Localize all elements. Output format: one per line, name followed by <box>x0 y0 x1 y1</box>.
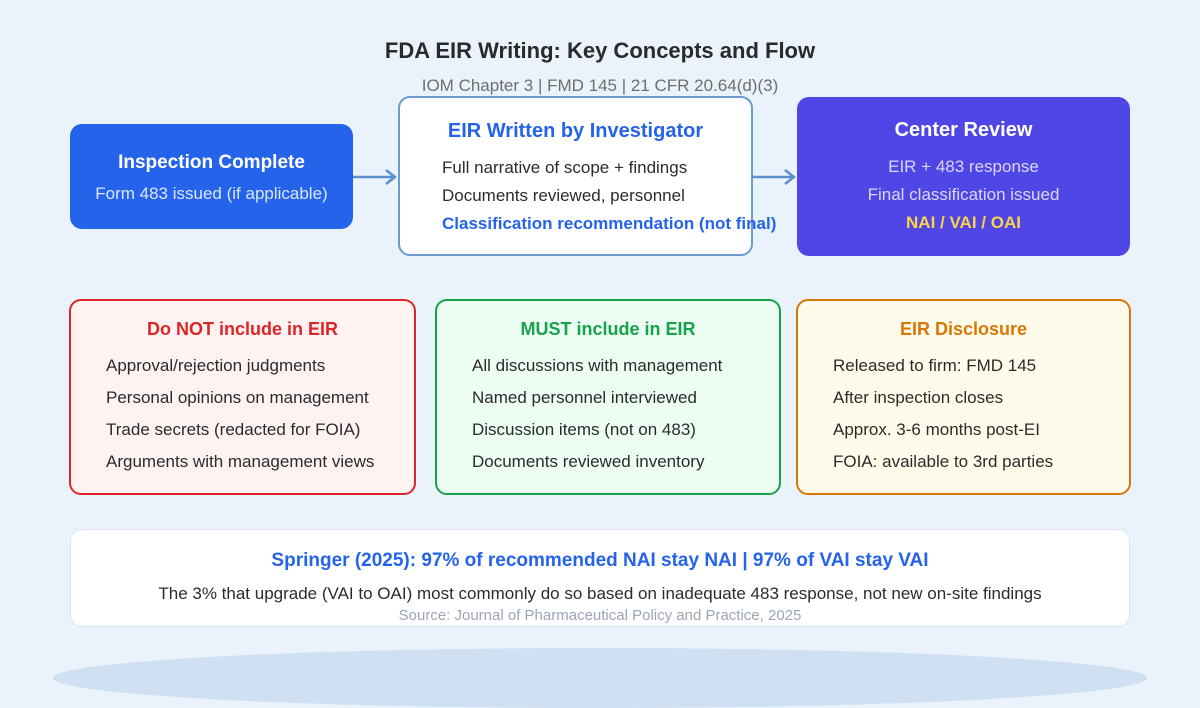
inspection-complete-box: Inspection Complete Form 483 issued (if … <box>70 124 353 229</box>
list-item: Discussion items (not on 483) <box>472 420 696 439</box>
springer-stat-box: Springer (2025): 97% of recommended NAI … <box>70 529 1130 627</box>
decorative-ellipse <box>53 648 1147 708</box>
stat-body: The 3% that upgrade (VAI to OAI) most co… <box>158 584 1042 603</box>
eir-line: Documents reviewed, personnel <box>442 186 685 205</box>
card-heading: MUST include in EIR <box>520 319 696 339</box>
eir-written-box: EIR Written by Investigator Full narrati… <box>398 96 776 256</box>
list-item: Approx. 3-6 months post-EI <box>833 420 1040 439</box>
stat-source: Source: Journal of Pharmaceutical Policy… <box>398 607 802 624</box>
do-not-include-card: Do NOT include in EIR Approval/rejection… <box>69 299 416 495</box>
arrow-right-icon <box>752 169 797 185</box>
diagram-title: FDA EIR Writing: Key Concepts and Flow <box>384 38 816 63</box>
center-review-box: Center Review EIR + 483 response Final c… <box>797 97 1130 256</box>
eir-classification-line: Classification recommendation (not final… <box>442 214 777 233</box>
center-heading: Center Review <box>894 119 1033 141</box>
list-item: Released to firm: FMD 145 <box>833 356 1037 375</box>
list-item: Trade secrets (redacted for FOIA) <box>106 420 361 439</box>
eir-heading: EIR Written by Investigator <box>447 120 704 142</box>
list-item: Arguments with management views <box>106 452 375 471</box>
list-item: Personal opinions on management <box>106 388 369 407</box>
eir-line: Full narrative of scope + findings <box>442 158 688 177</box>
inspection-text: Form 483 issued (if applicable) <box>95 184 328 203</box>
list-item: Documents reviewed inventory <box>472 452 705 471</box>
stat-heading: Springer (2025): 97% of recommended NAI … <box>271 550 929 571</box>
card-heading: Do NOT include in EIR <box>146 319 338 339</box>
list-item: Named personnel interviewed <box>472 388 697 407</box>
diagram-subtitle: IOM Chapter 3 | FMD 145 | 21 CFR 20.64(d… <box>421 76 779 95</box>
list-item: After inspection closes <box>833 388 1004 407</box>
classification-options: NAI / VAI / OAI <box>906 213 1021 232</box>
list-item: All discussions with management <box>472 356 723 375</box>
center-line: EIR + 483 response <box>888 157 1039 176</box>
eir-disclosure-card: EIR Disclosure Released to firm: FMD 145… <box>796 299 1131 495</box>
must-include-card: MUST include in EIR All discussions with… <box>435 299 781 495</box>
inspection-heading: Inspection Complete <box>118 152 305 173</box>
card-heading: EIR Disclosure <box>899 319 1028 339</box>
list-item: FOIA: available to 3rd parties <box>833 452 1054 471</box>
center-line: Final classification issued <box>867 185 1060 204</box>
list-item: Approval/rejection judgments <box>106 356 326 375</box>
arrow-right-icon <box>353 169 398 185</box>
